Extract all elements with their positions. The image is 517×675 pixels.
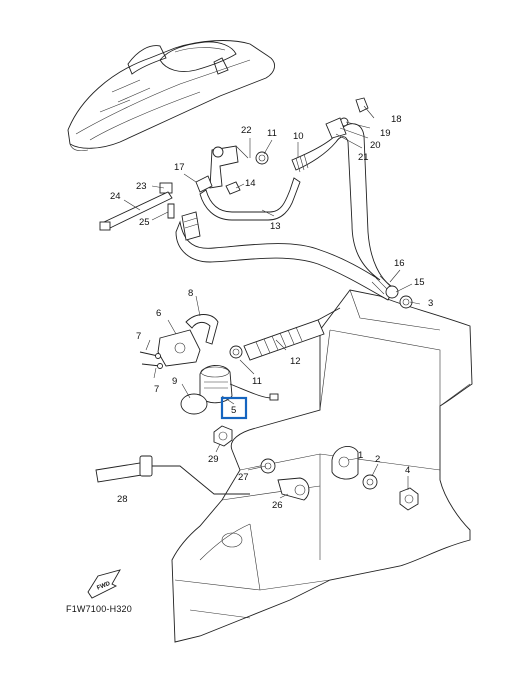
part-25-rivet <box>167 203 175 219</box>
callout-3: 3 <box>428 298 433 309</box>
callout-7-upper: 7 <box>136 331 141 342</box>
part-17-fitting <box>195 175 213 193</box>
callout-19: 19 <box>380 128 391 139</box>
part-9-ring <box>180 393 208 415</box>
main-hose <box>175 123 395 301</box>
callout-22: 22 <box>241 125 252 136</box>
callout-12: 12 <box>290 356 301 367</box>
fwd-arrow-icon: FWD <box>87 569 121 599</box>
callout-28: 28 <box>117 494 128 505</box>
diagram-code: F1W7100-H320 <box>66 604 132 614</box>
highlight-box[interactable] <box>220 396 248 420</box>
part-1-fitting <box>331 445 359 480</box>
callout-14: 14 <box>245 178 256 189</box>
callout-labels: 22 11 10 17 14 23 24 25 13 18 19 20 21 1… <box>110 114 433 511</box>
callout-18: 18 <box>391 114 402 125</box>
parts-18-21 <box>325 97 369 139</box>
callout-26: 26 <box>272 500 283 511</box>
part-8-bracket <box>185 314 219 345</box>
callout-7-lower: 7 <box>154 384 159 395</box>
part-22-fitting <box>209 145 249 189</box>
part-14-fitting <box>225 181 241 195</box>
callout-29: 29 <box>208 454 219 465</box>
part-4-nut <box>399 487 419 511</box>
callout-13: 13 <box>270 221 281 232</box>
callout-5[interactable]: 5 <box>231 405 236 416</box>
callout-10: 10 <box>293 131 304 142</box>
part-23-clip <box>159 182 173 194</box>
hull-outline <box>171 289 473 643</box>
hose-12 <box>243 307 341 361</box>
part-15-clamp <box>385 285 399 299</box>
callout-9: 9 <box>172 376 177 387</box>
callout-15: 15 <box>414 277 425 288</box>
watercraft-thumbnail <box>67 40 275 152</box>
callout-23: 23 <box>136 181 147 192</box>
short-hose <box>181 211 201 241</box>
part-26-fitting <box>277 477 310 501</box>
callout-2: 2 <box>375 454 380 465</box>
callout-27: 27 <box>238 472 249 483</box>
fwd-label: FWD <box>96 581 112 592</box>
callout-8: 8 <box>188 288 193 299</box>
callout-1: 1 <box>358 450 363 461</box>
callout-17: 17 <box>174 162 185 173</box>
callout-20: 20 <box>370 140 381 151</box>
callout-16: 16 <box>394 258 405 269</box>
callout-24: 24 <box>110 191 121 202</box>
part-2-washer <box>362 474 378 490</box>
part-7-screws <box>139 351 163 369</box>
part-3-clamp <box>399 295 413 309</box>
part-11-clamp-upper <box>255 151 269 165</box>
callout-4: 4 <box>405 465 410 476</box>
callout-11-upper: 11 <box>267 128 277 139</box>
part-11-clamp-lower <box>229 345 243 359</box>
leader-lines <box>123 105 421 499</box>
part-28-cable <box>95 455 250 495</box>
callout-11-lower: 11 <box>252 376 262 387</box>
part-6-housing <box>157 329 201 367</box>
part-27-washer <box>260 458 276 474</box>
hose-13 <box>199 177 301 221</box>
callout-6: 6 <box>156 308 161 319</box>
part-29-nut <box>213 425 233 447</box>
part-24-strap <box>99 191 173 231</box>
callout-25: 25 <box>139 217 150 228</box>
callout-21: 21 <box>358 152 369 163</box>
